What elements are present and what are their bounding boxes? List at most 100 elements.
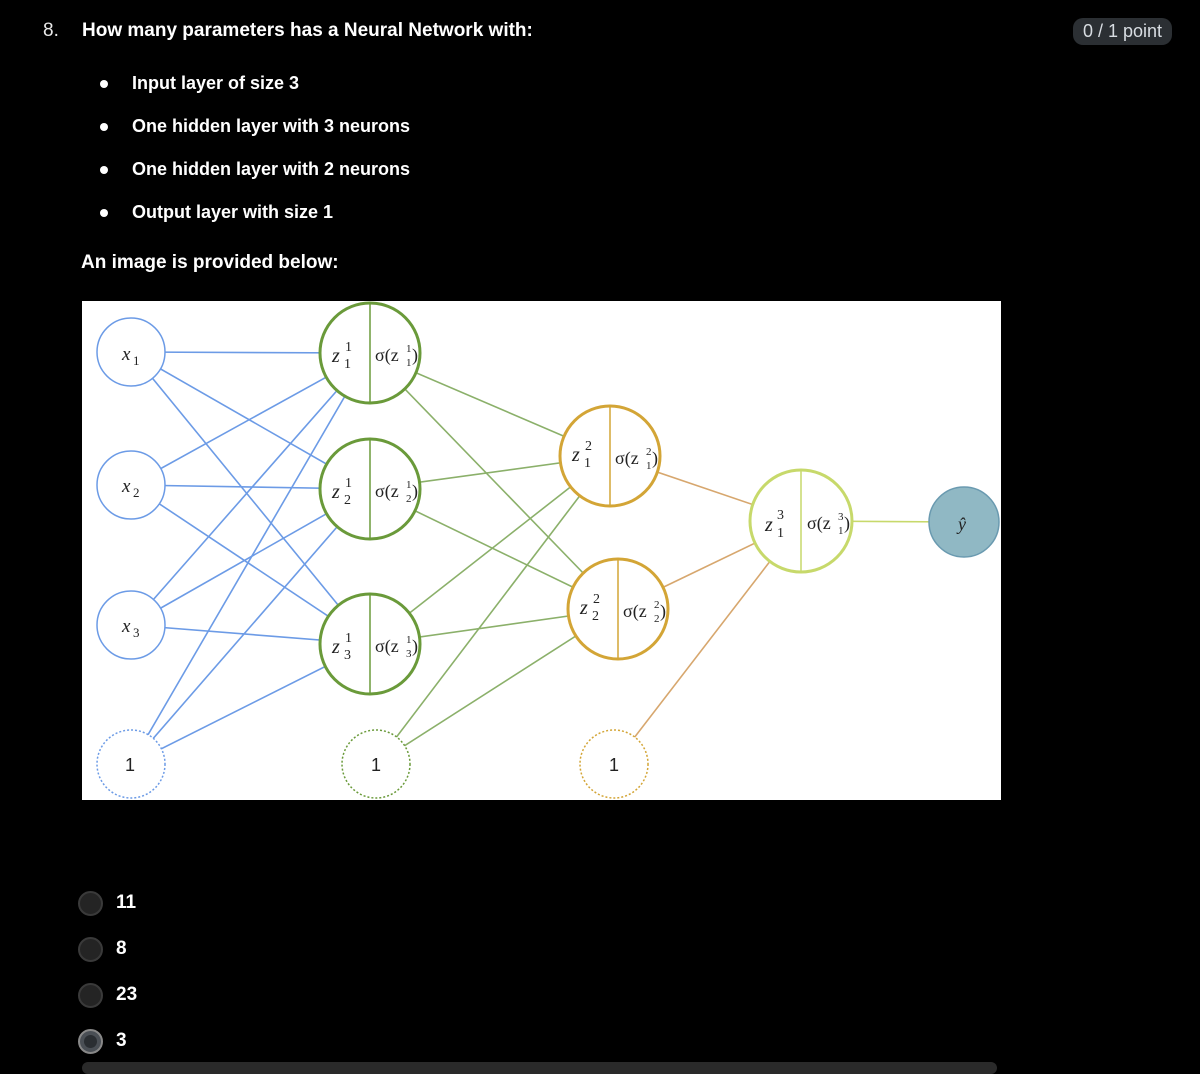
input-node-circle	[96, 590, 166, 660]
z-superscript: 2	[593, 592, 600, 607]
input-to-hidden1-edge	[130, 352, 371, 765]
image-intro-text: An image is provided below:	[81, 252, 339, 273]
input-label: x	[121, 476, 131, 497]
z-symbol: z	[331, 636, 340, 658]
sigma-superscript: 1	[406, 634, 412, 646]
hidden2-node-2: z 2 2 σ(z 2 2 )	[566, 557, 670, 661]
input-subscript: 2	[133, 485, 140, 500]
sigma-superscript: 2	[646, 446, 652, 458]
input-node-x1: x 1	[96, 317, 166, 387]
input-label: x	[121, 344, 131, 365]
z-symbol: z	[579, 597, 588, 619]
bullet-dot-icon	[100, 123, 108, 131]
z-subscript: 1	[777, 526, 784, 541]
z-symbol: z	[331, 345, 340, 367]
sigma-close-paren: )	[660, 601, 666, 622]
input-label: x	[121, 616, 131, 637]
z-superscript: 1	[345, 340, 352, 355]
hidden1-node-3: z 1 3 σ(z 1 3 )	[318, 592, 422, 696]
sigma-close-paren: )	[412, 481, 418, 502]
bullet-dot-icon	[100, 166, 108, 174]
question-bullet-list: Input layer of size 3 One hidden layer w…	[100, 73, 410, 245]
output-node: z 3 1 σ(z 3 1 )	[748, 468, 854, 574]
sigma-superscript: 1	[406, 343, 412, 355]
hidden2-bias-node: 1	[579, 729, 649, 799]
input-node-circle	[96, 450, 166, 520]
input-node-x2: x 2	[96, 450, 166, 520]
sigma-expression: σ(z	[807, 513, 831, 534]
hidden1-to-hidden2-edge	[369, 352, 619, 610]
sigma-subscript: 1	[646, 460, 652, 472]
input-subscript: 1	[133, 353, 140, 368]
z-symbol: z	[571, 444, 580, 466]
answer-option[interactable]: 8	[78, 926, 137, 972]
points-badge: 0 / 1 point	[1072, 18, 1172, 45]
input-node-circle	[96, 317, 166, 387]
z-symbol: z	[764, 514, 773, 536]
bias-label: 1	[371, 755, 381, 775]
sigma-expression: σ(z	[375, 481, 399, 502]
radio-button[interactable]	[78, 982, 103, 1008]
radio-button[interactable]	[78, 890, 103, 916]
z-superscript: 3	[777, 508, 784, 523]
feedback-bar	[82, 1062, 997, 1074]
z-superscript: 2	[585, 439, 592, 454]
bullet-item: One hidden layer with 2 neurons	[100, 159, 410, 202]
hidden1-node-2: z 1 2 σ(z 1 2 )	[318, 437, 422, 541]
answer-option[interactable]: 3	[78, 1018, 137, 1064]
bias-node-circle	[96, 729, 166, 799]
yhat-node: ŷ	[928, 486, 1000, 558]
bullet-dot-icon	[100, 80, 108, 88]
bullet-item: Input layer of size 3	[100, 73, 410, 116]
sigma-expression: σ(z	[623, 601, 647, 622]
option-label[interactable]: 11	[116, 892, 137, 913]
z-subscript: 1	[584, 456, 591, 471]
sigma-expression: σ(z	[375, 636, 399, 657]
network-edges	[130, 351, 965, 765]
answer-option[interactable]: 11	[78, 880, 137, 926]
input-to-hidden1-edge	[130, 351, 371, 645]
bias-label: 1	[125, 755, 135, 775]
option-label[interactable]: 8	[116, 938, 127, 959]
answer-options: 11 8 23 3	[78, 880, 137, 1064]
sigma-close-paren: )	[412, 636, 418, 657]
sigma-subscript: 1	[838, 525, 844, 537]
sigma-close-paren: )	[844, 513, 850, 534]
answer-option[interactable]: 23	[78, 972, 137, 1018]
option-label[interactable]: 3	[116, 1030, 127, 1051]
question-number: 8.	[43, 20, 59, 41]
sigma-superscript: 3	[838, 511, 844, 523]
bias-label: 1	[609, 755, 619, 775]
hidden1-bias-node: 1	[341, 729, 411, 799]
z-subscript: 2	[592, 609, 599, 624]
yhat-label: ŷ	[956, 514, 966, 534]
radio-button-selected[interactable]	[78, 1028, 103, 1054]
sigma-subscript: 2	[406, 493, 412, 505]
z-subscript: 3	[344, 648, 351, 663]
question-title: How many parameters has a Neural Network…	[82, 20, 533, 41]
sigma-close-paren: )	[412, 345, 418, 366]
input-subscript: 3	[133, 625, 140, 640]
sigma-expression: σ(z	[375, 345, 399, 366]
bullet-dot-icon	[100, 209, 108, 217]
input-node-x3: x 3	[96, 590, 166, 660]
bias-node-circle	[579, 729, 649, 799]
hidden1-node-1: z 1 1 σ(z 1 1 )	[318, 301, 422, 405]
sigma-subscript: 2	[654, 613, 660, 625]
yhat-node-circle	[928, 486, 1000, 558]
sigma-subscript: 3	[406, 648, 412, 660]
bullet-item: Output layer with size 1	[100, 202, 410, 245]
hidden1-to-hidden2-edge	[375, 455, 611, 765]
z-subscript: 2	[344, 493, 351, 508]
radio-button[interactable]	[78, 936, 103, 962]
bias-node-circle	[341, 729, 411, 799]
input-bias-node: 1	[96, 729, 166, 799]
z-subscript: 1	[344, 357, 351, 372]
z-superscript: 1	[345, 631, 352, 646]
input-to-hidden1-edge	[130, 352, 371, 626]
sigma-superscript: 1	[406, 479, 412, 491]
neural-network-diagram: x 1 x 2 x 3 1 z 1 1 σ(z 1 1 ) z 1 2 σ(z …	[82, 301, 1001, 800]
option-label[interactable]: 23	[116, 984, 138, 1005]
bullet-item: One hidden layer with 3 neurons	[100, 116, 410, 159]
sigma-close-paren: )	[652, 448, 658, 469]
